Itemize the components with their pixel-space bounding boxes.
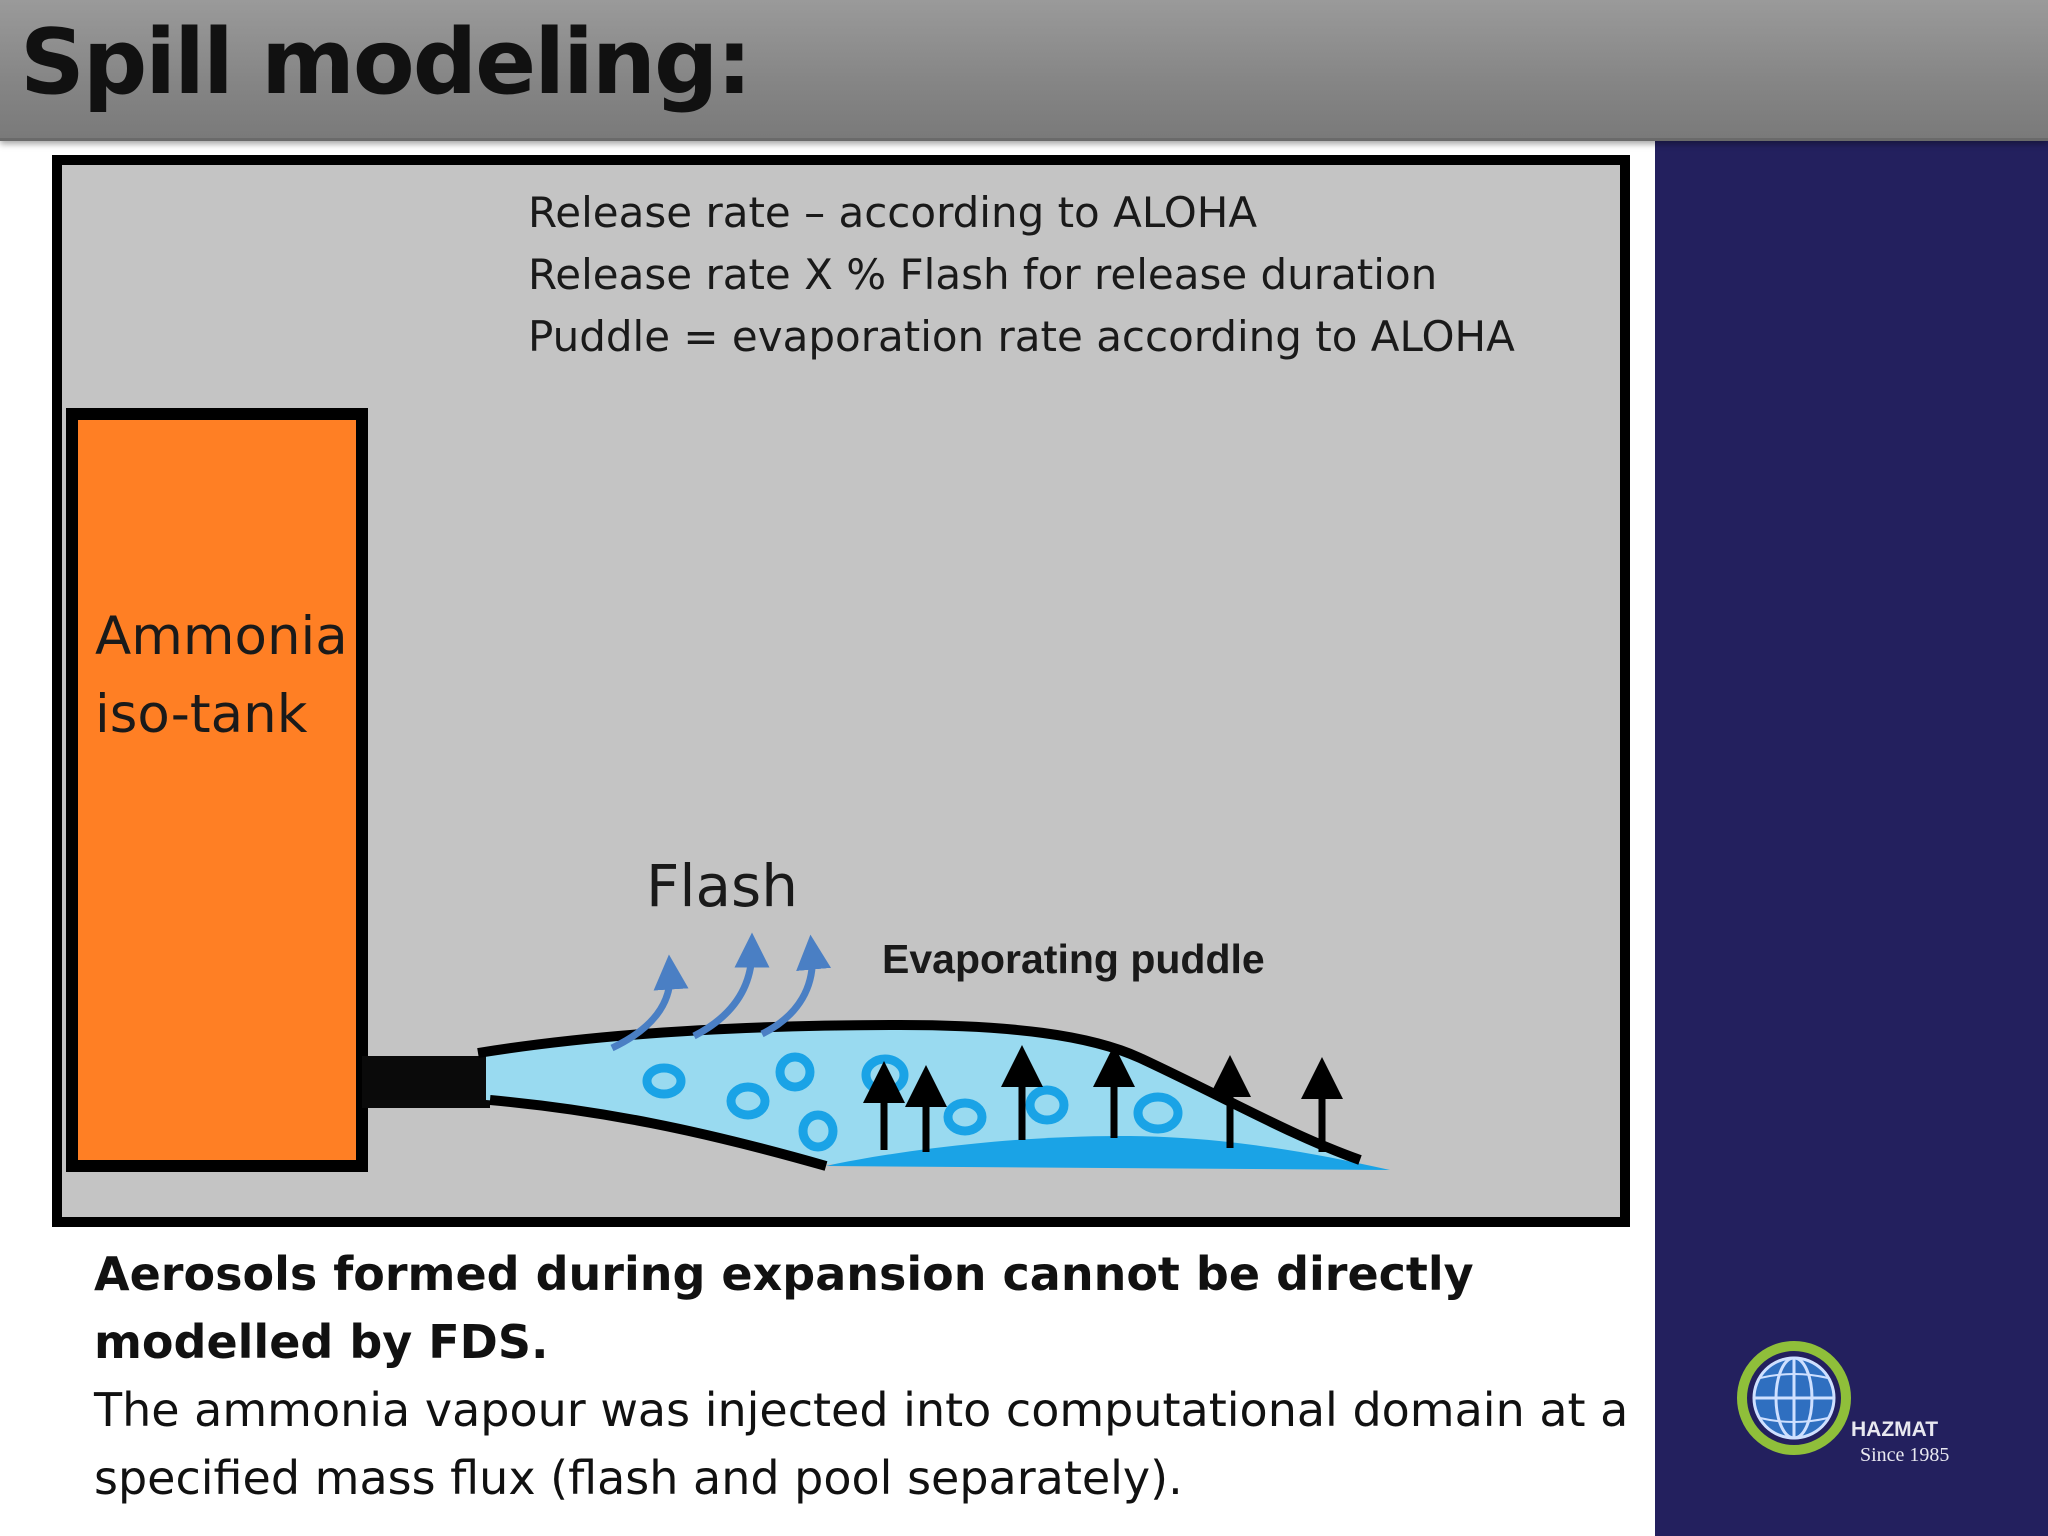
droplet [642,1063,686,1099]
flash-arrow [760,934,832,1038]
note-line: Puddle = evaporation rate according to A… [528,312,1515,361]
logo-name: HAZMAT [1851,1418,1939,1441]
tank-label-line2: iso-tank [95,684,308,745]
tank-label: Ammonia iso-tank [95,598,348,754]
tank-label-line1: Ammonia [95,606,348,667]
flash-arrows [610,932,832,1052]
caption: Aerosols formed during expansion cannot … [94,1240,1634,1512]
flash-arrow [692,932,770,1040]
flash-arrow [610,954,689,1052]
evaporation-arrows [863,1045,1343,1152]
puddle-label: Evaporating puddle [882,936,1265,982]
logo-tagline: Since 1985 [1860,1444,1950,1466]
note-line: Release rate X % Flash for release durat… [528,250,1438,299]
ammonia-tank [66,408,368,1172]
aerosol-droplets [642,1052,1183,1152]
droplet [798,1110,838,1152]
note-line: Release rate – according to ALOHA [528,188,1258,237]
droplet [1133,1092,1183,1134]
droplet [775,1052,815,1092]
droplet [1025,1085,1069,1125]
side-panel [1655,138,2048,1536]
title-bar: Spill modeling: [0,0,2048,141]
caption-text: The ammonia vapour was injected into com… [94,1383,1629,1505]
evaporating-pool [826,1135,1390,1170]
globe-icon [1737,1341,1851,1455]
flash-label: Flash [646,852,798,920]
droplet [726,1082,770,1120]
caption-bold: Aerosols formed during expansion cannot … [94,1247,1474,1369]
jet-lower-outline [489,1095,828,1171]
droplet [943,1098,987,1136]
release-notes: Release rate – according to ALOHA Releas… [528,182,1515,368]
jet-upper-outline [477,1019,1362,1165]
slide-title: Spill modeling: [20,10,752,115]
discharge-pipe [362,1056,490,1108]
